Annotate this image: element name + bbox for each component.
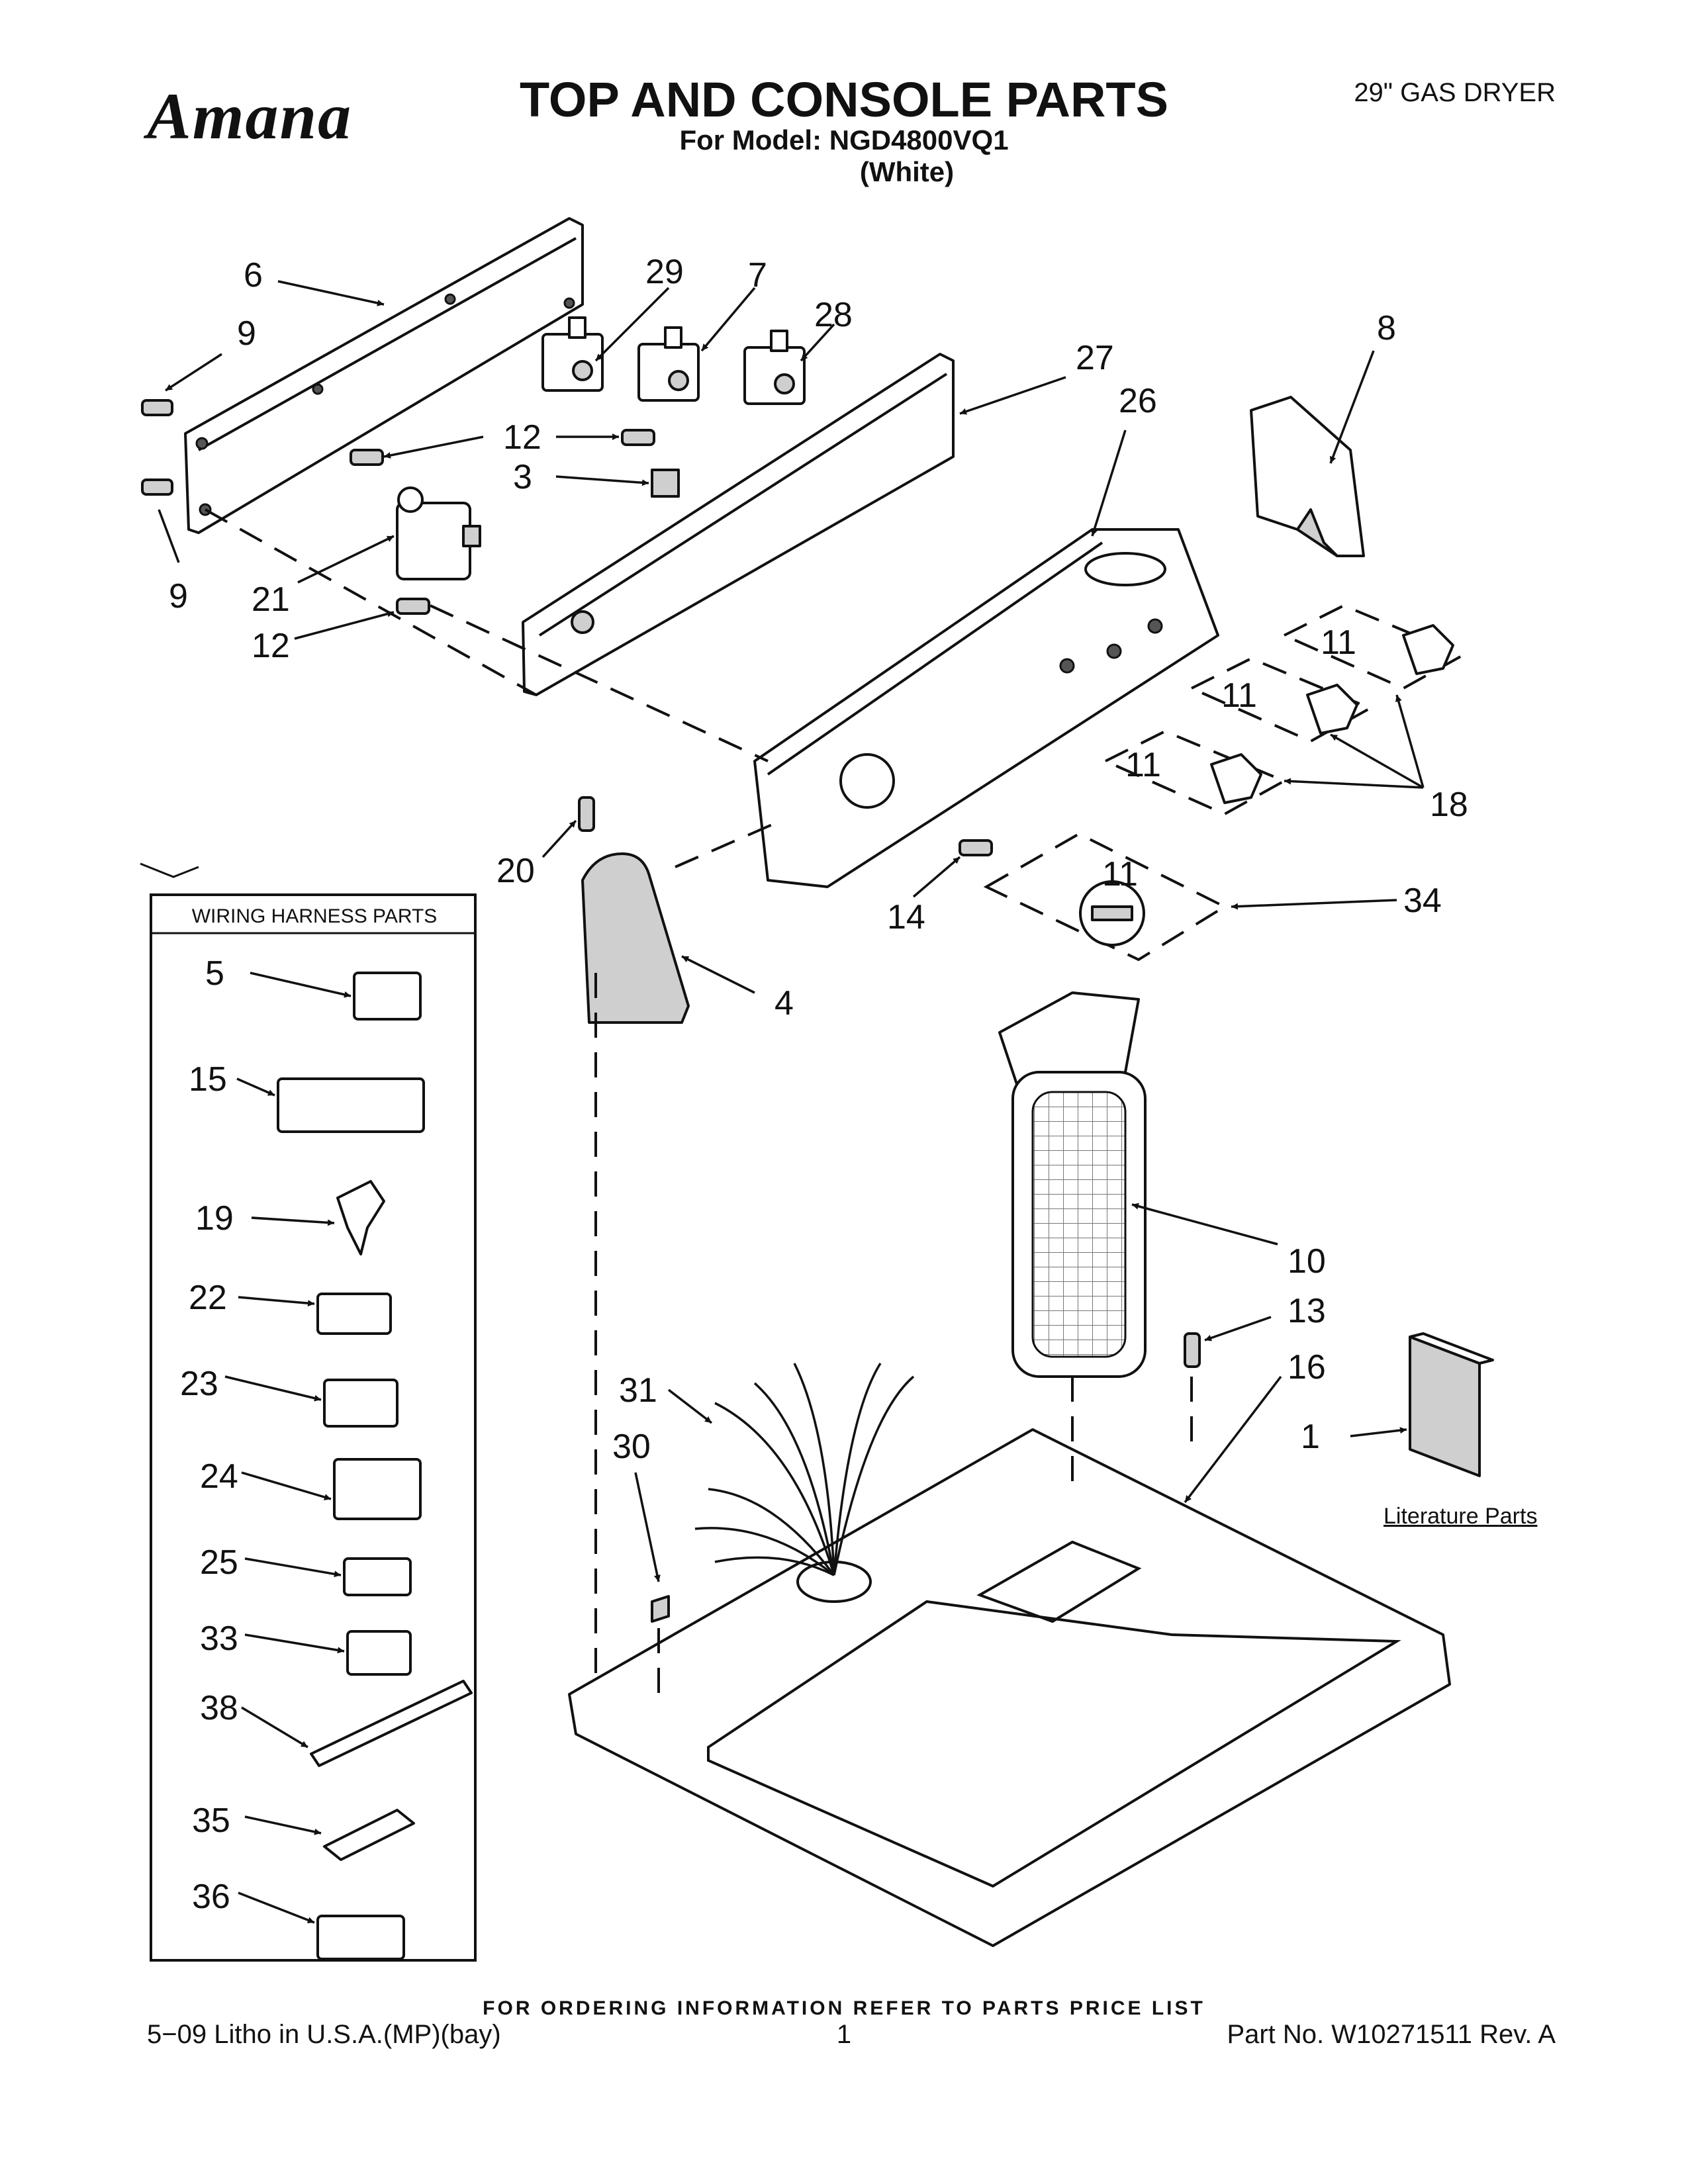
callout-35: 35 xyxy=(192,1801,230,1840)
part-12-screws xyxy=(350,429,655,615)
callout-23: 23 xyxy=(180,1365,218,1403)
ordering-note: FOR ORDERING INFORMATION REFER TO PARTS … xyxy=(483,1997,1205,2019)
part-27-console-support xyxy=(522,353,955,696)
callout-15: 15 xyxy=(189,1060,227,1099)
part-31-harness xyxy=(694,1363,915,1576)
harness-box-title: WIRING HARNESS PARTS xyxy=(191,905,438,927)
knobs-18 xyxy=(1102,604,1466,816)
part-9-screws xyxy=(141,399,173,496)
callout-25: 25 xyxy=(200,1543,238,1582)
harness-box xyxy=(150,893,477,1962)
harness-parts xyxy=(277,972,473,1960)
callout-12-top: 12 xyxy=(503,418,541,457)
part-6-rear-bracket xyxy=(184,217,584,534)
callout-24: 24 xyxy=(200,1457,238,1496)
callout-11-b: 11 xyxy=(1221,676,1257,715)
callout-10: 10 xyxy=(1288,1242,1326,1281)
callout-29: 29 xyxy=(645,253,684,291)
switches-29-7-28 xyxy=(541,316,806,405)
callout-1: 1 xyxy=(1301,1418,1320,1456)
callout-18: 18 xyxy=(1430,786,1468,824)
callout-36: 36 xyxy=(192,1878,230,1916)
callout-30: 30 xyxy=(612,1428,651,1466)
leader-lines xyxy=(158,280,1425,1924)
callout-12-bottom: 12 xyxy=(252,627,290,665)
color-line: (White) xyxy=(859,156,955,187)
literature-parts-link[interactable]: Literature Parts xyxy=(1383,1504,1538,1529)
view-arrow-icon xyxy=(140,862,199,878)
callout-28: 28 xyxy=(814,296,853,334)
product-category: 29" GAS DRYER xyxy=(1354,78,1556,107)
callout-22: 22 xyxy=(189,1279,227,1317)
part-30-bracket xyxy=(651,1595,670,1623)
callout-8: 8 xyxy=(1377,309,1396,347)
litho-info: 5−09 Litho in U.S.A.(MP)(bay) xyxy=(147,2020,501,2049)
callout-11-a: 11 xyxy=(1321,623,1356,662)
callout-7: 7 xyxy=(748,256,767,295)
callout-9-top: 9 xyxy=(237,314,256,353)
part-16-top-panel xyxy=(568,1428,1451,1947)
callout-14: 14 xyxy=(887,898,925,936)
part-3-clip xyxy=(651,469,680,498)
callout-5: 5 xyxy=(205,954,224,993)
part-4-end-cap xyxy=(581,852,690,1024)
callout-11-c: 11 xyxy=(1125,746,1161,784)
part-13-screw xyxy=(1184,1332,1201,1368)
callout-26: 26 xyxy=(1119,382,1157,420)
brand-logo: Amana xyxy=(147,79,353,153)
callout-31: 31 xyxy=(619,1371,657,1410)
part-21-timer xyxy=(396,486,481,580)
callout-3: 3 xyxy=(513,458,532,496)
part-14-screw xyxy=(959,839,993,856)
part-20-screw xyxy=(578,796,595,832)
part-number: Part No. W10271511 Rev. A xyxy=(1227,2020,1556,2049)
callout-33: 33 xyxy=(200,1619,238,1658)
callout-13: 13 xyxy=(1288,1292,1326,1330)
callout-4: 4 xyxy=(774,984,794,1023)
part-26-console xyxy=(753,528,1219,888)
model-line: For Model: NGD4800VQ1 xyxy=(679,124,1009,156)
callout-6: 6 xyxy=(244,256,263,295)
part-10-lint-screen xyxy=(998,991,1147,1378)
part-1-literature xyxy=(1409,1332,1494,1477)
page-number: 1 xyxy=(836,2020,852,2049)
callout-20: 20 xyxy=(496,852,535,890)
callout-19: 19 xyxy=(195,1199,234,1238)
callout-21: 21 xyxy=(252,580,290,619)
callout-11-d: 11 xyxy=(1102,855,1138,893)
assembly-lines xyxy=(205,508,1193,1694)
callout-9-bottom: 9 xyxy=(169,577,188,615)
part-8-end-cap xyxy=(1250,396,1365,557)
callout-34: 34 xyxy=(1403,882,1442,920)
callout-27: 27 xyxy=(1076,339,1114,377)
knob-34 xyxy=(983,832,1228,962)
callout-16: 16 xyxy=(1288,1348,1326,1387)
page-title: TOP AND CONSOLE PARTS xyxy=(520,72,1168,127)
callout-38: 38 xyxy=(200,1689,238,1727)
